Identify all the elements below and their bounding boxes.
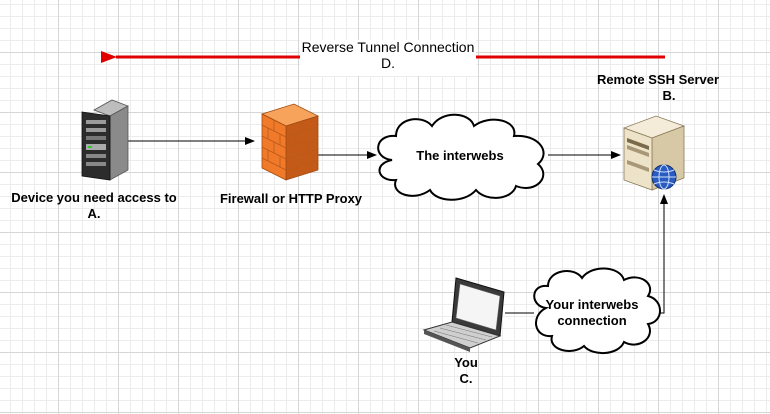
tunnel-letter: D. bbox=[381, 55, 395, 71]
internet-label: The interwebs bbox=[396, 148, 524, 164]
device-title: Device you need access to bbox=[11, 190, 177, 205]
server-letter: B. bbox=[662, 88, 676, 103]
tunnel-label: Reverse Tunnel Connection D. bbox=[288, 39, 488, 71]
firewall-title: Firewall or HTTP Proxy bbox=[219, 191, 363, 206]
server-title: Remote SSH Server bbox=[596, 72, 720, 87]
client-net-label: Your interwebs connection bbox=[528, 297, 656, 329]
client-label: You C. bbox=[436, 355, 496, 387]
cloud-icon bbox=[377, 113, 545, 201]
tunnel-label-backdrop bbox=[300, 40, 476, 76]
device-label: Device you need access to A. bbox=[0, 190, 188, 222]
client-title: You bbox=[454, 355, 478, 370]
internet-title: The interwebs bbox=[416, 148, 504, 163]
tunnel-title: Reverse Tunnel Connection bbox=[301, 39, 475, 55]
device-letter: A. bbox=[87, 206, 101, 221]
firewall-icon bbox=[260, 103, 320, 181]
client-net-line1: Your interwebs bbox=[545, 297, 639, 312]
laptop-icon bbox=[422, 277, 505, 352]
cloud-small-icon bbox=[533, 267, 661, 354]
connector-cloud-server-up bbox=[648, 194, 668, 314]
rack-server-icon bbox=[81, 99, 129, 181]
client-net-line2: connection bbox=[557, 313, 627, 328]
firewall-label: Firewall or HTTP Proxy bbox=[206, 191, 376, 207]
globe-icon bbox=[651, 164, 677, 190]
client-letter: C. bbox=[459, 371, 473, 386]
server-label: Remote SSH Server B. bbox=[578, 72, 738, 104]
